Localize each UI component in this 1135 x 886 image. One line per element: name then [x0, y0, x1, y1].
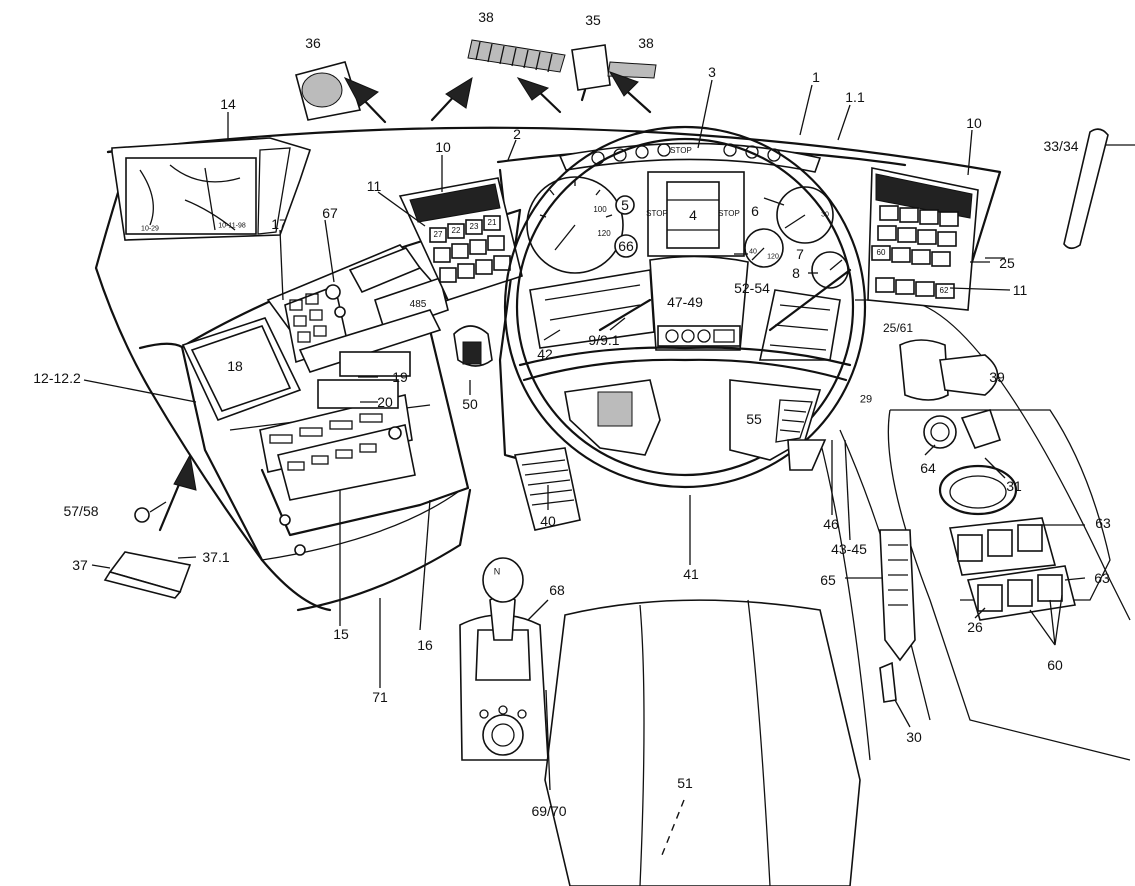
tempo-40: 40: [749, 248, 757, 256]
switch-62: 62: [939, 286, 949, 295]
speedo-120: 120: [597, 229, 611, 238]
callout-2: 2: [513, 126, 521, 142]
satellite-receiver: [571, 44, 657, 102]
callout-11-left: 11: [366, 178, 382, 194]
driver-seat: [544, 599, 861, 886]
control-module: [103, 507, 192, 599]
tempo-120: 120: [767, 253, 779, 261]
callout-1: 1: [812, 69, 820, 85]
callout-39: 39: [989, 369, 1005, 385]
callout-17: 17: [271, 216, 287, 232]
callout-67: 67: [322, 205, 338, 221]
callout-60: 60: [1047, 657, 1063, 673]
callout-68: 68: [549, 582, 565, 598]
callout-14: 14: [220, 96, 236, 112]
callout-3: 3: [708, 64, 716, 80]
switch-21: 21: [487, 218, 497, 227]
callout-64: 64: [920, 460, 936, 476]
gear-shift: [459, 557, 549, 761]
switch-23: 23: [469, 222, 479, 231]
stop-label-left: STOP: [646, 209, 668, 218]
callout-46: 46: [823, 516, 839, 532]
switch-27: 27: [433, 230, 443, 239]
callout-57-58: 57/58: [63, 503, 99, 519]
callout-29: 29: [859, 393, 873, 406]
callout-50: 50: [462, 396, 478, 412]
callout-55: 55: [746, 411, 762, 427]
callout-10-right: 10: [966, 115, 982, 131]
callout-63-bottom: 63: [1094, 570, 1110, 586]
right-switch-block: [867, 167, 979, 311]
callout-47-49: 47-49: [667, 294, 703, 310]
map-date-right: 10-11-98: [218, 222, 246, 230]
left-switch-block: [398, 177, 523, 301]
callout-38-left: 38: [478, 9, 494, 25]
callout-15: 15: [333, 626, 349, 642]
callout-42: 42: [537, 346, 553, 362]
callout-12: 12-12.2: [33, 370, 81, 386]
switch-22: 22: [451, 226, 461, 235]
monitor-screen: [181, 317, 302, 422]
right-lever: [899, 339, 999, 401]
navigation-screen: [111, 137, 312, 241]
callout-30: 30: [906, 729, 922, 745]
left-console: [266, 244, 450, 373]
steering-column: [529, 255, 852, 361]
leader-lines: [83, 79, 1135, 861]
pointer-arrows: [158, 71, 652, 532]
callout-69-70: 69/70: [531, 803, 567, 819]
callout-1-1: 1.1: [845, 89, 865, 105]
callout-20: 20: [377, 394, 393, 410]
speaker-unit: [295, 61, 362, 121]
speedo-100: 100: [593, 205, 607, 214]
right-console: [879, 409, 1076, 703]
callout-18: 18: [227, 358, 243, 374]
callout-36: 36: [305, 35, 321, 51]
callout-71: 71: [372, 689, 388, 705]
callout-33-34: 33/34: [1043, 138, 1079, 154]
callout-25-61: 25/61: [882, 321, 914, 335]
steering-wheel: [503, 125, 867, 489]
callout-10-left: 10: [435, 139, 451, 155]
callout-11-right: 11: [1012, 282, 1028, 298]
hand-lever: [453, 325, 493, 367]
callout-65: 65: [820, 572, 836, 588]
callout-6: 6: [751, 203, 759, 219]
callout-35: 35: [585, 12, 601, 28]
tacho-30: 30: [821, 211, 829, 219]
microphone: [1063, 128, 1109, 250]
map-date-left: 10-29: [141, 225, 159, 233]
callout-37-1: 37.1: [202, 549, 230, 565]
solar-panel: [467, 39, 566, 73]
callout-26: 26: [967, 619, 983, 635]
callout-51: 51: [677, 775, 693, 791]
callout-9: 9/9.1: [588, 332, 620, 348]
callout-5: 5: [621, 197, 629, 213]
stop-label-bar: STOP: [670, 146, 692, 155]
callout-31: 31: [1006, 478, 1022, 494]
callout-7: 7: [796, 246, 804, 262]
callout-66: 66: [618, 238, 634, 254]
display-readout: 485: [409, 299, 427, 310]
callout-19: 19: [392, 369, 408, 385]
callout-40: 40: [540, 513, 556, 529]
callout-43-45: 43-45: [831, 541, 867, 557]
callout-4: 4: [689, 207, 697, 223]
shift-knob-label: N: [493, 566, 501, 577]
callout-63-top: 63: [1095, 515, 1111, 531]
stop-label-right: STOP: [718, 209, 740, 218]
callout-16: 16: [417, 637, 433, 653]
audio-stack: [259, 351, 416, 556]
callout-25: 25: [999, 255, 1015, 271]
callout-38-right: 38: [638, 35, 654, 51]
instrument-cluster: [526, 171, 849, 289]
switch-60: 60: [876, 248, 886, 257]
callout-52-54: 52-54: [734, 280, 770, 296]
callout-8: 8: [792, 265, 800, 281]
callout-41: 41: [683, 566, 699, 582]
callout-37: 37: [72, 557, 88, 573]
